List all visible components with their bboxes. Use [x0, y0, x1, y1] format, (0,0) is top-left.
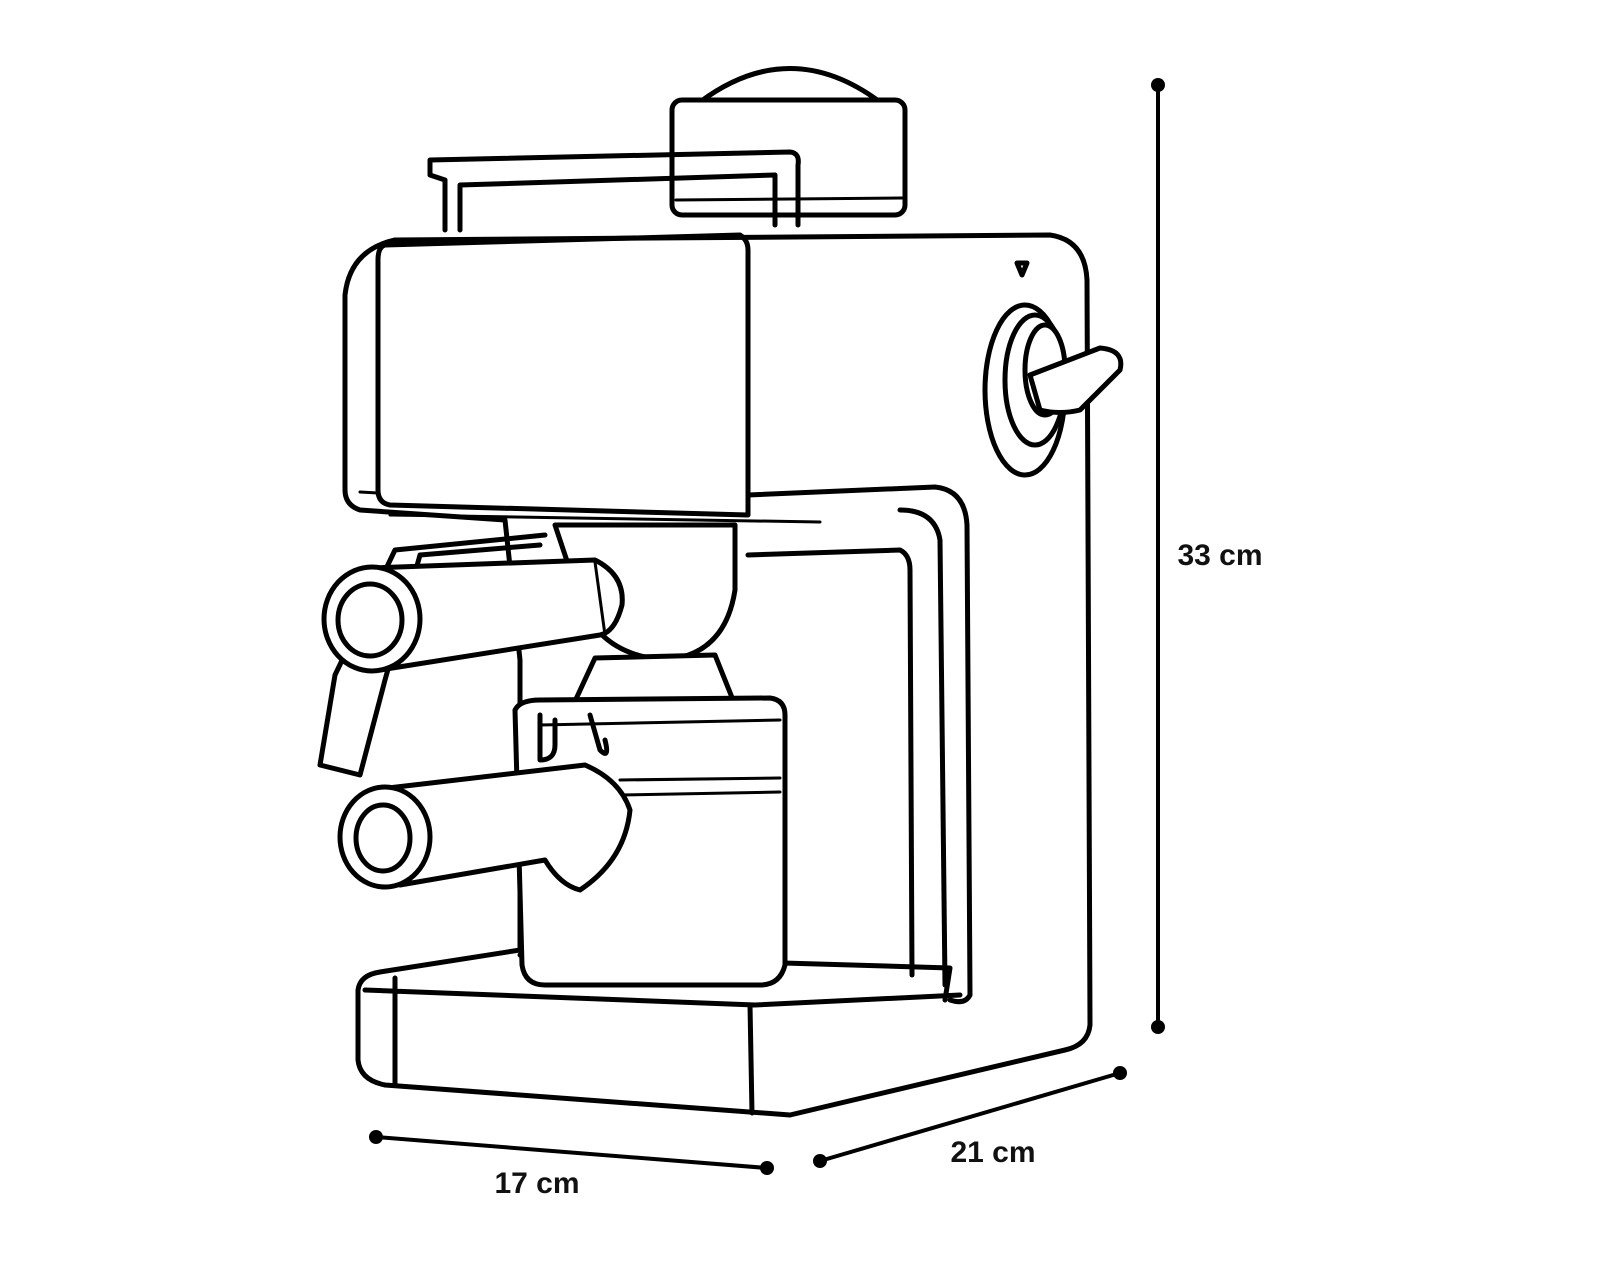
drip-tray: [362, 952, 963, 1116]
depth-label: 21 cm: [950, 1136, 1035, 1169]
water-tank-cap: [669, 66, 908, 218]
front-panel: [375, 232, 751, 518]
width-label: 17 cm: [494, 1167, 579, 1200]
top-handle: [427, 149, 801, 233]
control-knob: [982, 260, 1124, 478]
height-label: 33 cm: [1177, 539, 1262, 572]
carafe-handle: [337, 762, 633, 893]
height-dimension: [1151, 78, 1165, 1034]
side-arm: [745, 484, 973, 1005]
steam-handle: [321, 557, 625, 674]
depth-dimension: [813, 1066, 1127, 1168]
width-dimension: [369, 1130, 774, 1175]
